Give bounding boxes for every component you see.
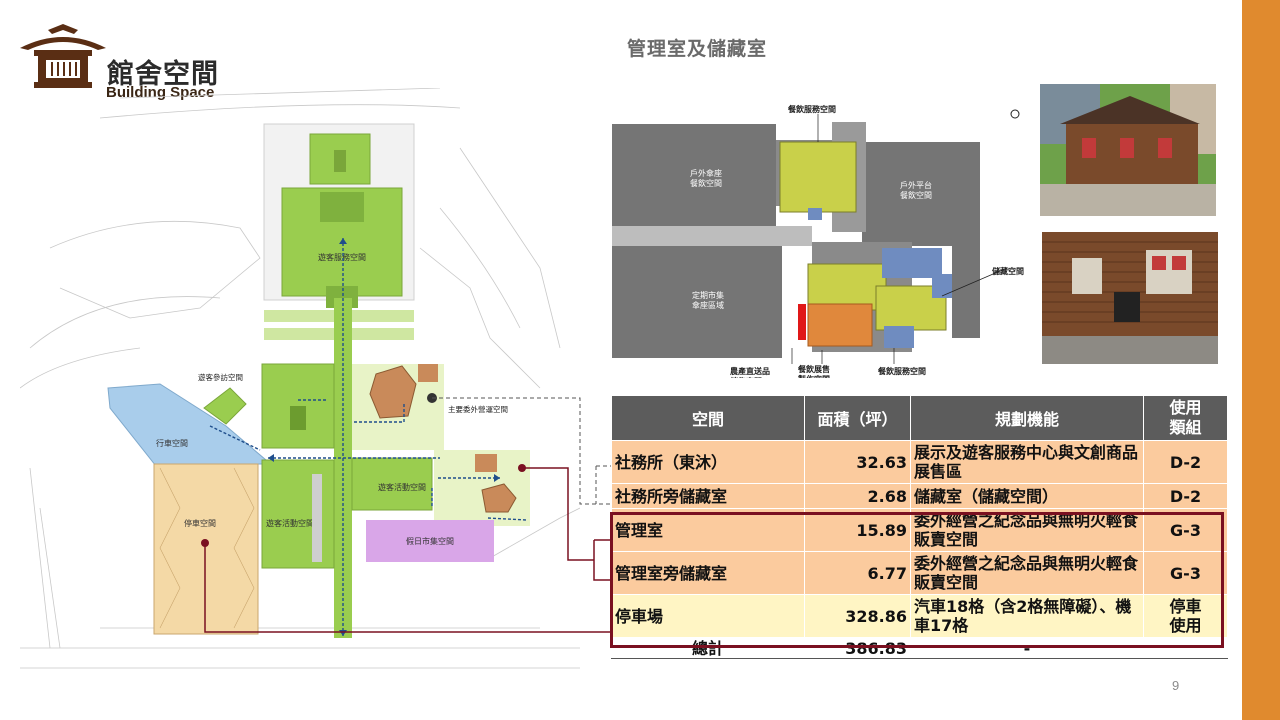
label-visitor-center: 遊客服務空間 [318, 252, 366, 262]
table-row: 停車場 328.86 汽車18格（含2格無障礙）、機車17格 停車 使用 [611, 594, 1228, 638]
logo-subtitle: Building Space [106, 84, 215, 101]
floor-plan-diagram: 餐飲服務空間 戶外傘座餐飲空間 戶外平台餐飲空間 定期市集傘座區域 儲藏空間 農… [612, 96, 1032, 378]
area-table: 空間 面積（坪） 規劃機能 使用 類組 社務所（東沐） 32.63 展示及遊客服… [611, 395, 1228, 659]
cell-function: 委外經營之紀念品與無明火輕食販賣空間 [910, 551, 1144, 595]
cell-total-group [1143, 637, 1228, 659]
cell-total-label: 總計 [611, 637, 805, 659]
table-row: 社務所（東沐） 32.63 展示及遊客服務中心與文創商品展售區 D-2 [611, 440, 1228, 484]
label-visitor-ref: 遊客參訪空間 [198, 372, 243, 382]
label-drive: 行車空間 [156, 438, 188, 448]
cell-area: 6.77 [804, 551, 911, 595]
cell-area: 32.63 [804, 440, 911, 484]
cell-group: D-2 [1143, 440, 1228, 484]
cell-space: 社務所（東沐） [611, 440, 805, 484]
cell-space: 管理室旁儲藏室 [611, 551, 805, 595]
cell-group: D-2 [1143, 483, 1228, 509]
cell-area: 328.86 [804, 594, 911, 638]
label-outdoor-seating: 戶外傘座餐飲空間 [690, 168, 722, 188]
label-holiday-market: 假日市集空間 [406, 536, 454, 546]
label-regular-market: 定期市集傘座區域 [692, 290, 724, 310]
table-row: 管理室 15.89 委外經營之紀念品與無明火輕食販賣空間 G-3 [611, 508, 1228, 552]
cell-function: 委外經營之紀念品與無明火輕食販賣空間 [910, 508, 1144, 552]
col-header-group: 使用 類組 [1143, 395, 1228, 441]
cell-function: 展示及遊客服務中心與文創商品展售區 [910, 440, 1144, 484]
page-number: 9 [1172, 678, 1180, 693]
cell-space: 停車場 [611, 594, 805, 638]
col-header-area: 面積（坪） [804, 395, 911, 441]
cell-space: 社務所旁儲藏室 [611, 483, 805, 509]
site-plan-diagram: 遊客服務空間 主要委外營運空間 遊客參訪空間 行車空間 停車空間 遊客活動空間 … [20, 88, 580, 669]
cell-total-area: 386.83 [804, 637, 911, 659]
label-catering-bottom: 餐飲服務空間 [877, 366, 926, 376]
slide-title: 管理室及儲藏室 [627, 38, 768, 60]
logo-title: 館舍空間 [107, 59, 219, 90]
label-activity-left: 遊客活動空間 [266, 518, 314, 528]
cell-group: G-3 [1143, 508, 1228, 552]
cell-total-function: - [910, 637, 1144, 659]
cell-group: G-3 [1143, 551, 1228, 595]
cell-group: 停車 使用 [1143, 594, 1228, 638]
building-exterior-photo [1040, 84, 1216, 216]
cell-area: 2.68 [804, 483, 911, 509]
label-activity-right: 遊客活動空間 [378, 482, 426, 492]
label-farm-sales: 農產直送品銷售空間 [730, 366, 770, 378]
shrine-logo-icon [20, 24, 106, 88]
label-main-ops: 主要委外營運空間 [448, 404, 508, 414]
cell-function: 汽車18格（含2格無障礙）、機車17格 [910, 594, 1144, 638]
label-outdoor-platform: 戶外平台餐飲空間 [900, 180, 932, 200]
table-row: 社務所旁儲藏室 2.68 儲藏室（儲藏空間） D-2 [611, 483, 1228, 509]
table-row: 管理室旁儲藏室 6.77 委外經營之紀念品與無明火輕食販賣空間 G-3 [611, 551, 1228, 595]
cell-function: 儲藏室（儲藏空間） [910, 483, 1144, 509]
storefront-photo [1042, 232, 1218, 364]
label-catering-display: 餐飲展售製作空間 [797, 364, 830, 378]
table-total-row: 總計 386.83 - [611, 637, 1228, 659]
label-parking: 停車空間 [184, 518, 216, 528]
accent-sidebar-bar [1242, 0, 1280, 720]
cell-area: 15.89 [804, 508, 911, 552]
label-catering-top: 餐飲服務空間 [787, 104, 836, 114]
label-storage: 儲藏空間 [991, 266, 1024, 276]
cell-space: 管理室 [611, 508, 805, 552]
col-header-function: 規劃機能 [910, 395, 1144, 441]
col-header-space: 空間 [611, 395, 805, 441]
